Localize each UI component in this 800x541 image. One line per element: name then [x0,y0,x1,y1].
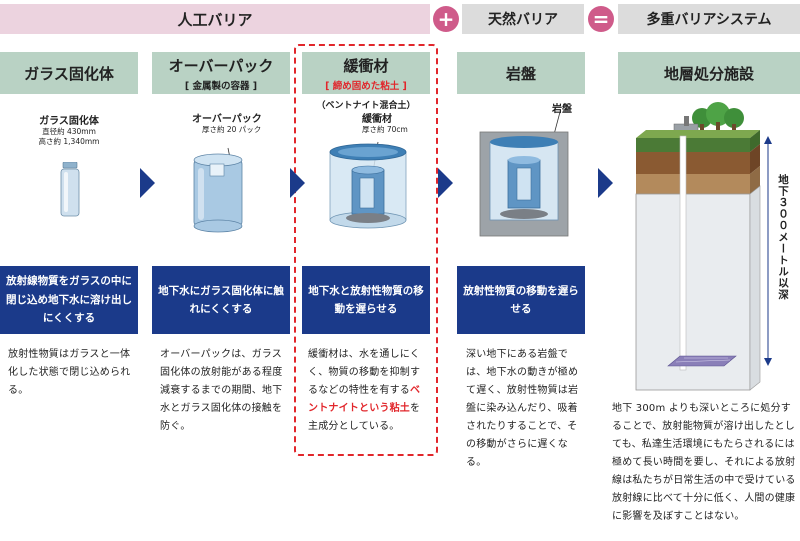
buffer-summary-box: 地下水と放射性物質の移動を遅らせる [302,266,430,334]
glass-label: ガラス固化体 直径約 430mm 高さ約 1,340mm [38,116,100,147]
depth-label: 地下３００メートル以深 [777,174,789,301]
arrow-right-icon [438,168,453,198]
repository-cross-section-icon [635,102,772,391]
overpack-summary-box: 地下水にガラス固化体に触れにくくする [152,266,290,334]
bedrock-description: 深い地下にある岩盤では、地下水の動きが極めて遅く、放射性物質は岩盤に染み込んだり… [466,349,579,468]
buffer-label: 緩衝材 厚さ約 70cm [362,114,408,134]
natural-barrier-bar: 天然バリア [462,4,584,34]
bedrock-summary-box: 放射性物質の移動を遅らせる [457,266,585,334]
arrow-right-icon [290,168,305,198]
column-header-facility: 地層処分施設 [618,52,800,94]
buffer-highlight-frame [294,44,438,456]
plus-icon: + [433,6,459,32]
column-header-buffer: 緩衝材 [ 締め固めた粘土 ] [302,52,430,94]
buffer-description: 緩衝材は、水を通しにくく、物質の移動を抑制するなどの特性を有するベントナイトとい… [308,349,421,432]
artificial-barrier-bar: 人工バリア [0,4,430,34]
multi-barrier-system-label: 多重バリアシステム [646,12,772,28]
column-header-bedrock: 岩盤 [457,52,585,94]
bedrock-label: 岩盤 [552,104,572,115]
equals-icon: = [588,6,614,32]
overpack-description: オーバーパックは、ガラス固化体の放射能がある程度減衰するまでの期間、地下水とガラ… [160,349,283,432]
buffer-bentonite-label: （ベントナイト混合土） [316,101,416,111]
overpack-label: オーバーパック 厚さ約 20 パック [192,114,262,134]
column-header-glass: ガラス固化体 [0,52,138,94]
bentonite-highlight: ベントナイトという粘土 [308,385,421,414]
artificial-barrier-label: 人工バリア [177,10,253,29]
multi-barrier-system-bar: 多重バリアシステム [618,4,800,34]
arrow-right-icon [140,168,155,198]
arrow-right-icon [598,168,613,198]
glass-canister-icon [60,162,80,217]
buffer-cylinder-icon [329,141,407,229]
facility-description: 地下 300m よりも深いところに処分することで、放射能物質が溶け出したとしても… [612,403,796,522]
glass-summary-box: 放射線物質をガラスの中に閉じ込め地下水に溶け出しにくくする [0,266,138,334]
glass-description: 放射性物質はガラスと一体化した状態で閉じ込められる。 [8,349,131,396]
column-header-overpack: オーバーパック [ 金属製の容器 ] [152,52,290,94]
natural-barrier-label: 天然バリア [488,12,558,28]
overpack-canister-icon [193,147,243,233]
bedrock-block-icon [479,112,569,237]
